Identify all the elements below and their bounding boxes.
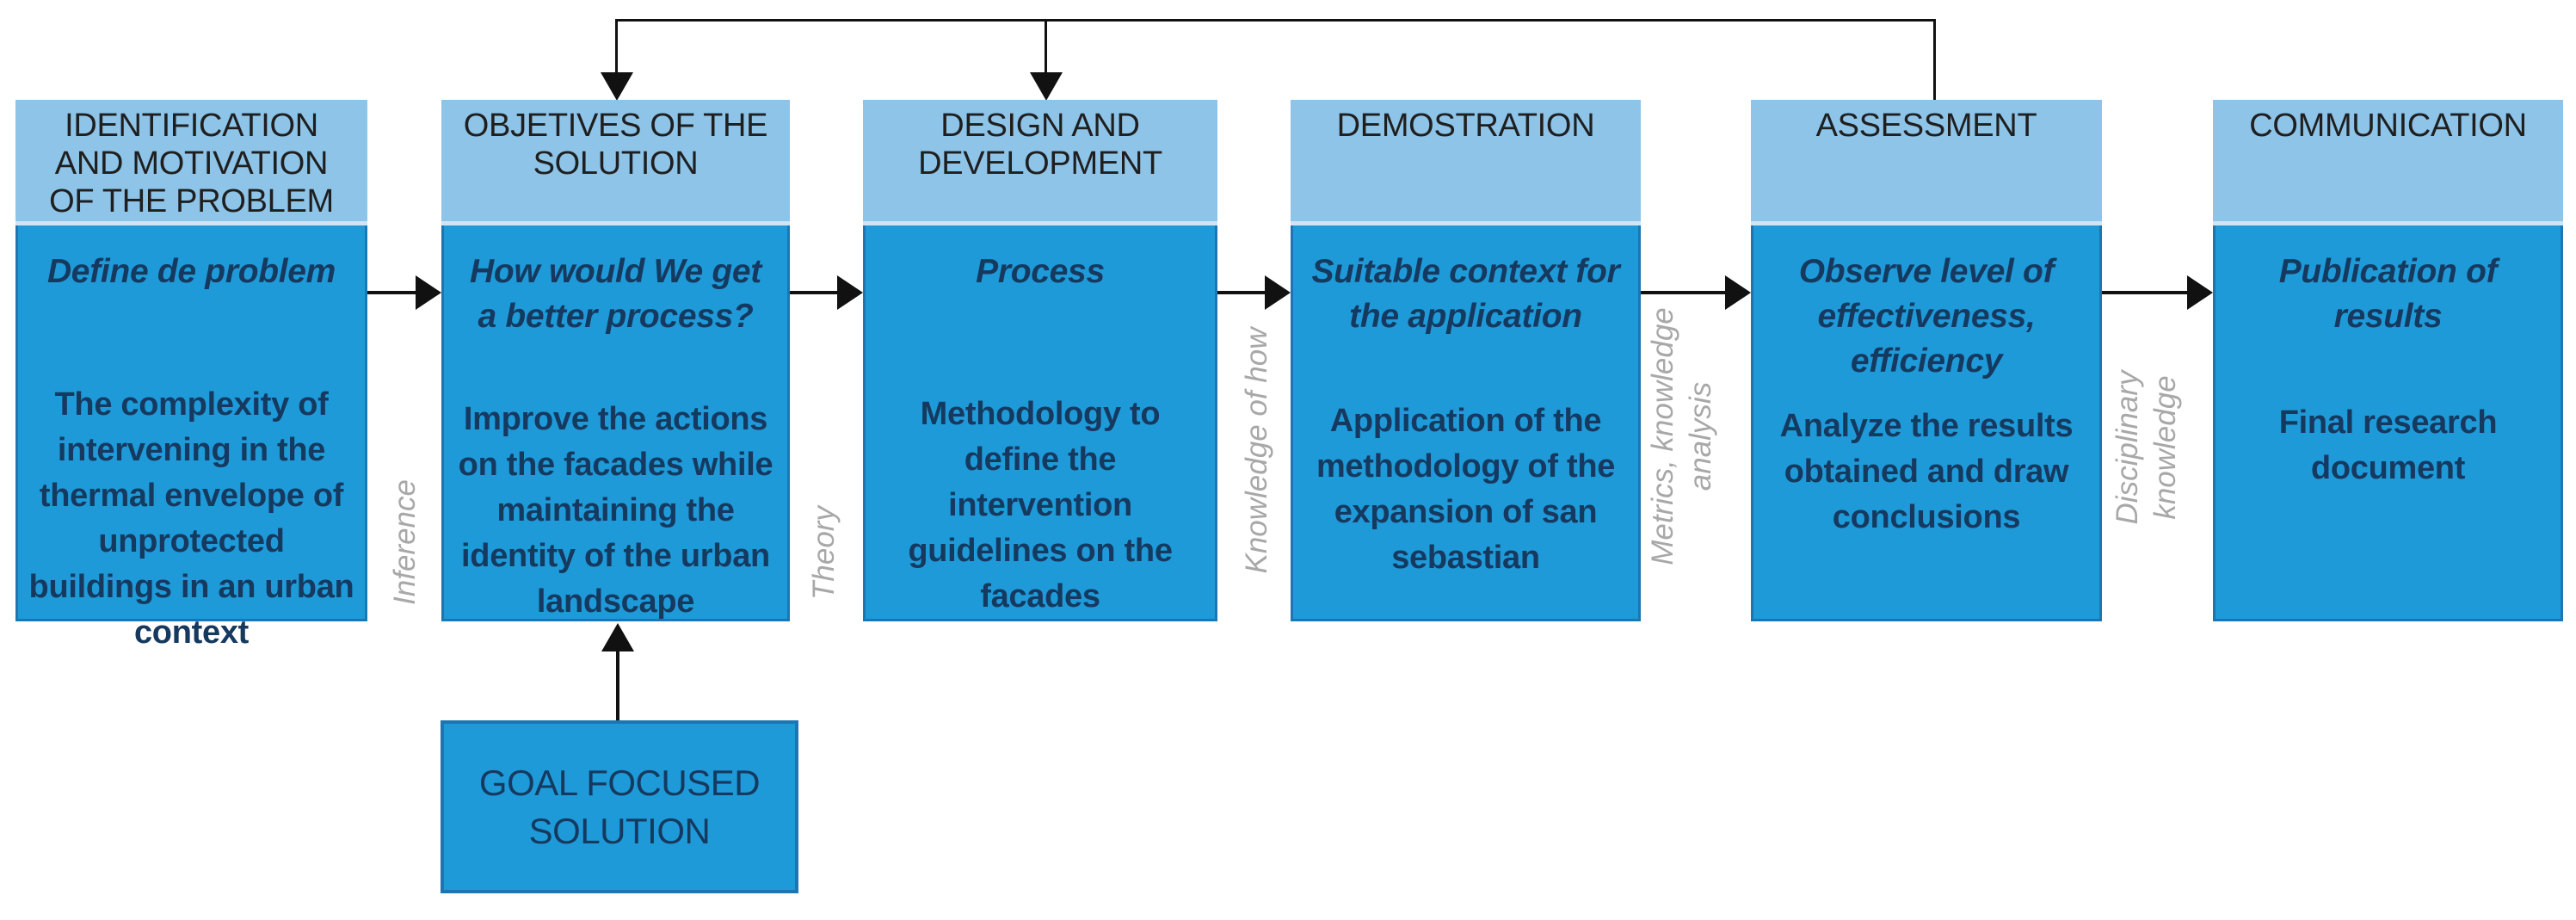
stage-assessment-subtitle: Observe level of effectiveness, efficien… [1798, 253, 2055, 380]
flow-label-knowledge-of-how: Knowledge of how [1240, 327, 1273, 574]
stage-communication-header: COMMUNICATION [2213, 100, 2563, 225]
flow-label-disciplinary-knowledge: Disciplinary knowledge [2111, 370, 2182, 525]
stage-communication-subtitle: Publication of results [2278, 253, 2498, 335]
arrowhead-right-5-icon [2187, 275, 2213, 310]
stage-communication-description: Final research document [2278, 404, 2498, 486]
stage-assessment-header: ASSESSMENT [1751, 100, 2102, 225]
arrowhead-right-2-icon [837, 275, 863, 310]
stage-objectives-description: Improve the actions on the facades while… [458, 401, 773, 620]
arrowhead-right-1-icon [416, 275, 441, 310]
flow-label-theory: Theory [807, 506, 841, 600]
stage-design-body: Process Methodology to define the interv… [863, 225, 1217, 621]
goal-focused-solution-box: GOAL FOCUSED SOLUTION [441, 720, 798, 893]
feedback-line-horizontal [616, 19, 1934, 22]
flow-label-metrics-knowledge-analysis: Metrics, knowledge analysis [1646, 307, 1717, 565]
stage-objectives-solution: OBJETIVES OF THE SOLUTION How would We g… [441, 100, 790, 621]
arrowhead-up-goal-icon [601, 623, 634, 651]
stage-communication: COMMUNICATION Publication of results Fin… [2213, 100, 2563, 621]
stage-identification-description: The complexity of intervening in the the… [28, 386, 354, 651]
stage-demonstration-body: Suitable context for the application App… [1291, 225, 1641, 621]
flow-label-inference: Inference [388, 479, 422, 605]
stage-identification-header: IDENTIFICATION AND MOTIVATION OF THE PRO… [15, 100, 367, 225]
stage-assessment-body: Observe level of effectiveness, efficien… [1751, 225, 2102, 621]
stage-demonstration-subtitle: Suitable context for the application [1311, 253, 1620, 335]
arrow-demonstration-to-assessment [1641, 291, 1727, 294]
stage-objectives-header: OBJETIVES OF THE SOLUTION [441, 100, 790, 225]
stage-assessment: ASSESSMENT Observe level of effectivenes… [1751, 100, 2102, 621]
stage-demonstration-header: DEMOSTRATION [1291, 100, 1641, 225]
stage-communication-body: Publication of results Final research do… [2213, 225, 2563, 621]
arrow-identification-to-objectives [367, 291, 417, 294]
feedback-line-from-assessment [1933, 19, 1936, 100]
stage-objectives-body: How would We get a better process? Impro… [441, 225, 790, 621]
arrow-goal-to-objectives [616, 651, 619, 720]
stage-design-description: Methodology to define the intervention g… [908, 396, 1173, 614]
arrow-assessment-to-communication [2102, 291, 2189, 294]
stage-design-development: DESIGN AND DEVELOPMENT Process Methodolo… [863, 100, 1217, 621]
arrowhead-down-objectives-icon [601, 72, 633, 101]
feedback-line-to-design [1045, 19, 1047, 74]
stage-demonstration: DEMOSTRATION Suitable context for the ap… [1291, 100, 1641, 621]
arrow-objectives-to-design [790, 291, 839, 294]
stage-objectives-subtitle: How would We get a better process? [470, 253, 761, 335]
stage-identification-body: Define de problem The complexity of inte… [15, 225, 367, 651]
feedback-line-to-objectives [615, 19, 618, 74]
arrowhead-right-4-icon [1725, 275, 1751, 310]
stage-demonstration-description: Application of the methodology of the ex… [1316, 403, 1616, 576]
arrowhead-right-3-icon [1265, 275, 1291, 310]
stage-identification-subtitle: Define de problem [46, 253, 336, 290]
stage-design-header: DESIGN AND DEVELOPMENT [863, 100, 1217, 225]
arrow-design-to-demonstration [1217, 291, 1266, 294]
arrowhead-down-design-icon [1030, 72, 1063, 101]
stage-assessment-description: Analyze the results obtained and draw co… [1779, 408, 2074, 535]
stage-identification-problem: IDENTIFICATION AND MOTIVATION OF THE PRO… [15, 100, 367, 651]
stage-design-subtitle: Process [976, 253, 1105, 290]
